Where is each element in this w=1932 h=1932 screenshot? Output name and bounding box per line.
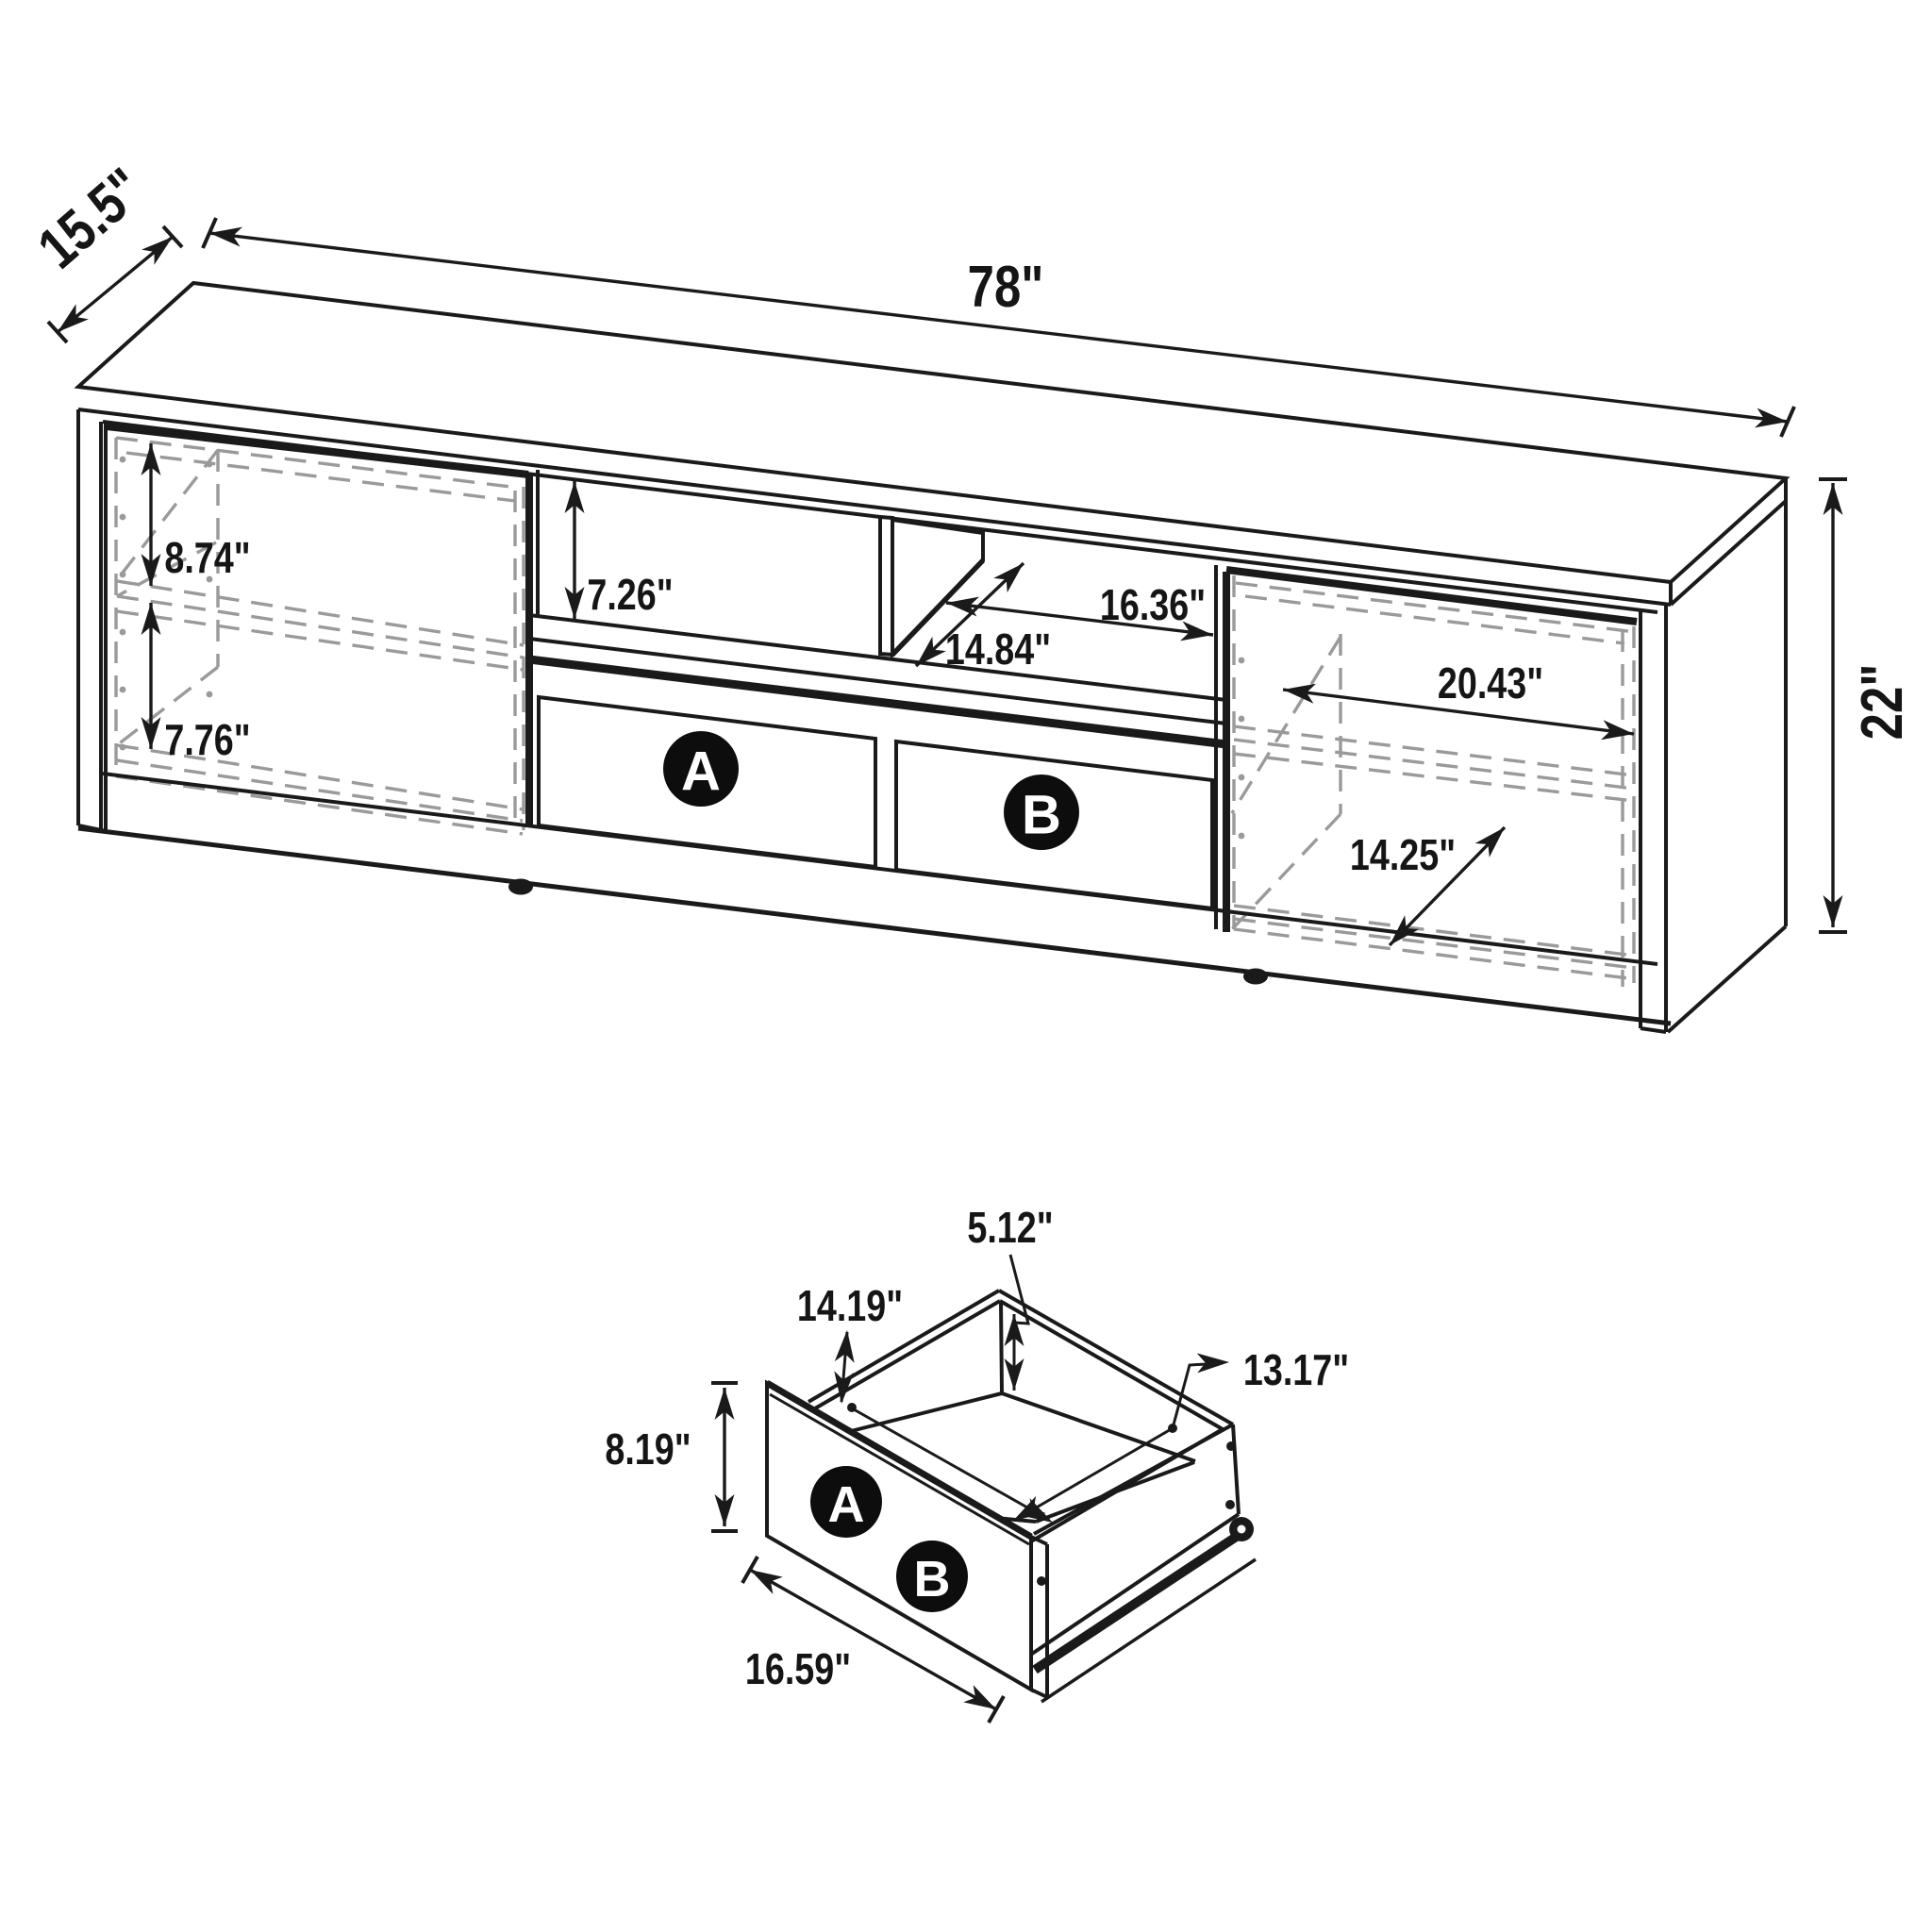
drawer-front-panel (765, 1379, 1049, 1699)
dim-console-height: 22" (1819, 477, 1916, 934)
dim-drawer-inner-depth: 13.17" (1013, 1345, 1349, 1521)
drawer-badge-a-letter: A (828, 1476, 865, 1533)
dim-center-right-opening-width-label: 16.36" (1100, 580, 1206, 628)
drawer-badge-b: B (896, 1541, 968, 1612)
console-structure (74, 280, 1790, 1034)
drawer-diagram: A B 8.19" 16.59" 5.12" 14.19" 13.17" (605, 1203, 1349, 1724)
console-center-divider (878, 514, 985, 659)
dim-center-opening-height: 7.26" (564, 481, 674, 619)
dim-drawer-front-width-label: 16.59" (745, 1644, 851, 1692)
drawer-screw-dot (1225, 1500, 1235, 1509)
dim-center-left-opening-width-label: 14.84" (945, 625, 1051, 673)
dim-console-width: 78" (201, 217, 1796, 438)
console-drawer-a-badge: A (663, 731, 739, 807)
drawer-screw-dot (1037, 1576, 1046, 1586)
dim-drawer-inner-width: 14.19" (797, 1281, 1053, 1523)
drawer-badge-b-letter: B (914, 1551, 951, 1607)
dim-drawer-inner-height-label: 5.12" (967, 1203, 1053, 1251)
console-drawer-a-badge-letter: A (681, 741, 721, 803)
console-drawer-b-badge-letter: B (1022, 785, 1061, 846)
dim-drawer-inner-height: 5.12" (967, 1203, 1054, 1391)
drawer-slide-rail (1032, 1517, 1257, 1704)
dim-drawer-inner-width-label: 14.19" (797, 1281, 903, 1329)
dim-center-left-opening-width: 14.84" (914, 561, 1051, 674)
dim-drawer-front-height-label: 8.19" (605, 1424, 691, 1473)
console-drawer-b-badge: B (1004, 774, 1079, 850)
drawer-screw-dot (1226, 1441, 1236, 1451)
dim-right-shelf-depth-label: 14.25" (1350, 830, 1456, 878)
dim-drawer-front-width: 16.59" (741, 1556, 1006, 1724)
dim-center-right-opening-width: 16.36" (945, 580, 1214, 641)
dim-right-shelf-depth: 14.25" (1350, 825, 1507, 947)
console-left-cabinet-interior (114, 436, 525, 836)
dim-console-width-label: 78" (968, 256, 1044, 321)
dim-left-upper-shelf-label: 8.74" (164, 533, 250, 581)
dim-drawer-inner-depth-label: 13.17" (1243, 1345, 1349, 1393)
dim-console-height-label: 22" (1851, 664, 1916, 741)
dim-drawer-front-height: 8.19" (605, 1381, 738, 1533)
dim-center-opening-height-label: 7.26" (587, 570, 673, 618)
console-diagram: A B 78" 15.5" 22" 8.74" 7.76" 7.26" 14.8… (26, 157, 1916, 1034)
console-right-cabinet-interior (1230, 575, 1637, 987)
dim-left-upper-shelf: 8.74" (141, 443, 251, 586)
dim-left-lower-shelf: 7.76" (141, 603, 251, 764)
dim-left-lower-shelf-label: 7.76" (164, 715, 250, 763)
dim-right-shelf-width-label: 20.43" (1438, 658, 1543, 707)
drawer-badge-a: A (810, 1466, 882, 1538)
dim-right-shelf-width: 20.43" (1282, 658, 1635, 741)
